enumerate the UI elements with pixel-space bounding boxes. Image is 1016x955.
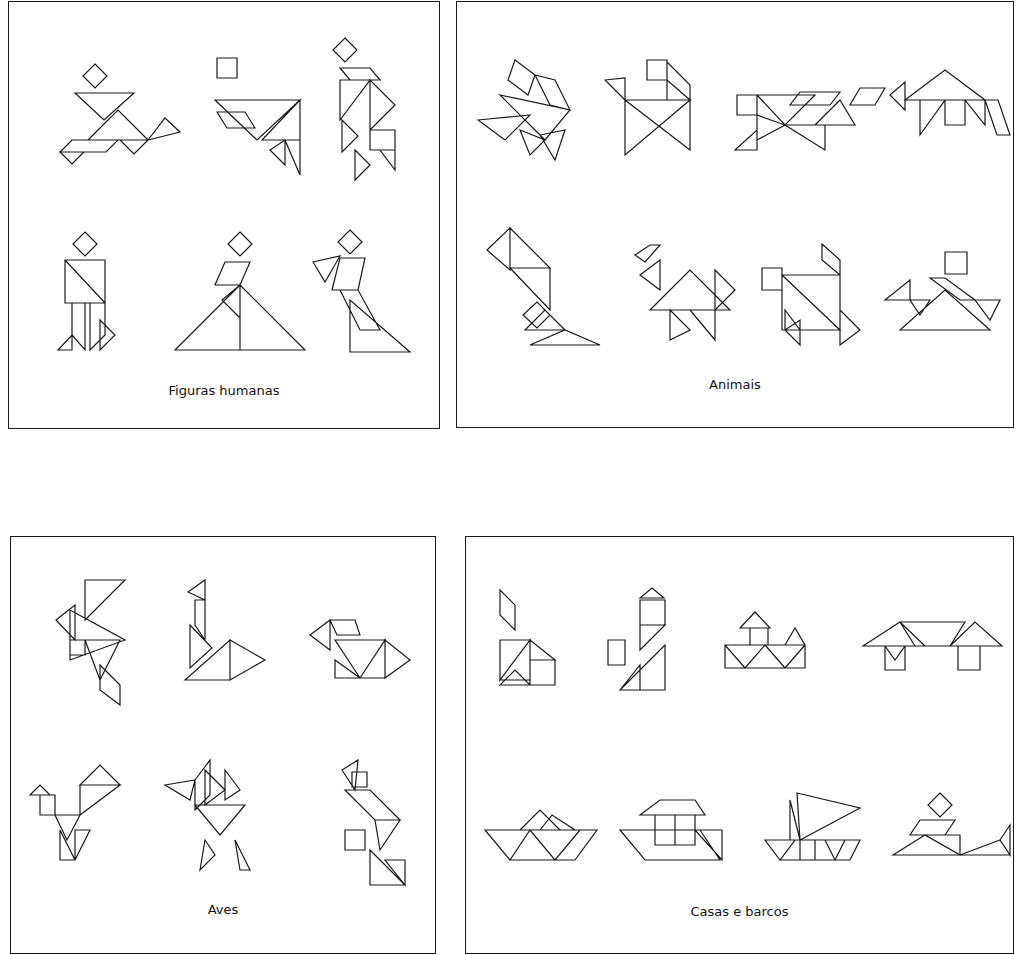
tangram-figure (313, 230, 410, 352)
tangram-figure (485, 810, 597, 860)
tangram-figure (342, 760, 405, 885)
tangram-figure (60, 64, 180, 164)
panel-caption: Casas e barcos (689, 904, 791, 919)
tangram-figure (605, 60, 690, 155)
tangram-figure (215, 58, 300, 175)
tangram-figure (30, 765, 120, 860)
tangram-figure (185, 580, 265, 680)
tangram-figure (165, 760, 250, 870)
tangram-figure (56, 580, 125, 705)
tangram-figure (765, 793, 860, 860)
tangram-figure (890, 70, 1010, 135)
tangram-figure (735, 88, 885, 150)
tangram-figure (478, 60, 570, 160)
panel-box: Casas e barcos (465, 536, 1014, 954)
tangram-figure (500, 590, 555, 685)
panel-caption: Aves (206, 902, 241, 917)
tangram-figure (635, 245, 735, 340)
panel-box: Figuras humanas (8, 1, 440, 429)
tangram-figure (863, 622, 1002, 670)
panel-box: Aves (10, 536, 436, 954)
tangram-figure (762, 244, 860, 345)
tangram-figure (725, 612, 805, 668)
tangram-figure (885, 252, 1000, 330)
tangram-figure (333, 38, 395, 180)
tangram-figure (310, 620, 410, 678)
tangram-figure (608, 588, 665, 690)
panel-caption: Figuras humanas (167, 383, 282, 398)
panel-caption: Animais (707, 377, 763, 392)
tangram-figure (893, 793, 1010, 855)
panel-box: Animais (456, 1, 1014, 428)
tangram-figure (58, 232, 115, 350)
tangram-figure (487, 228, 600, 345)
tangram-figure (175, 232, 305, 350)
tangram-figure (620, 800, 722, 860)
